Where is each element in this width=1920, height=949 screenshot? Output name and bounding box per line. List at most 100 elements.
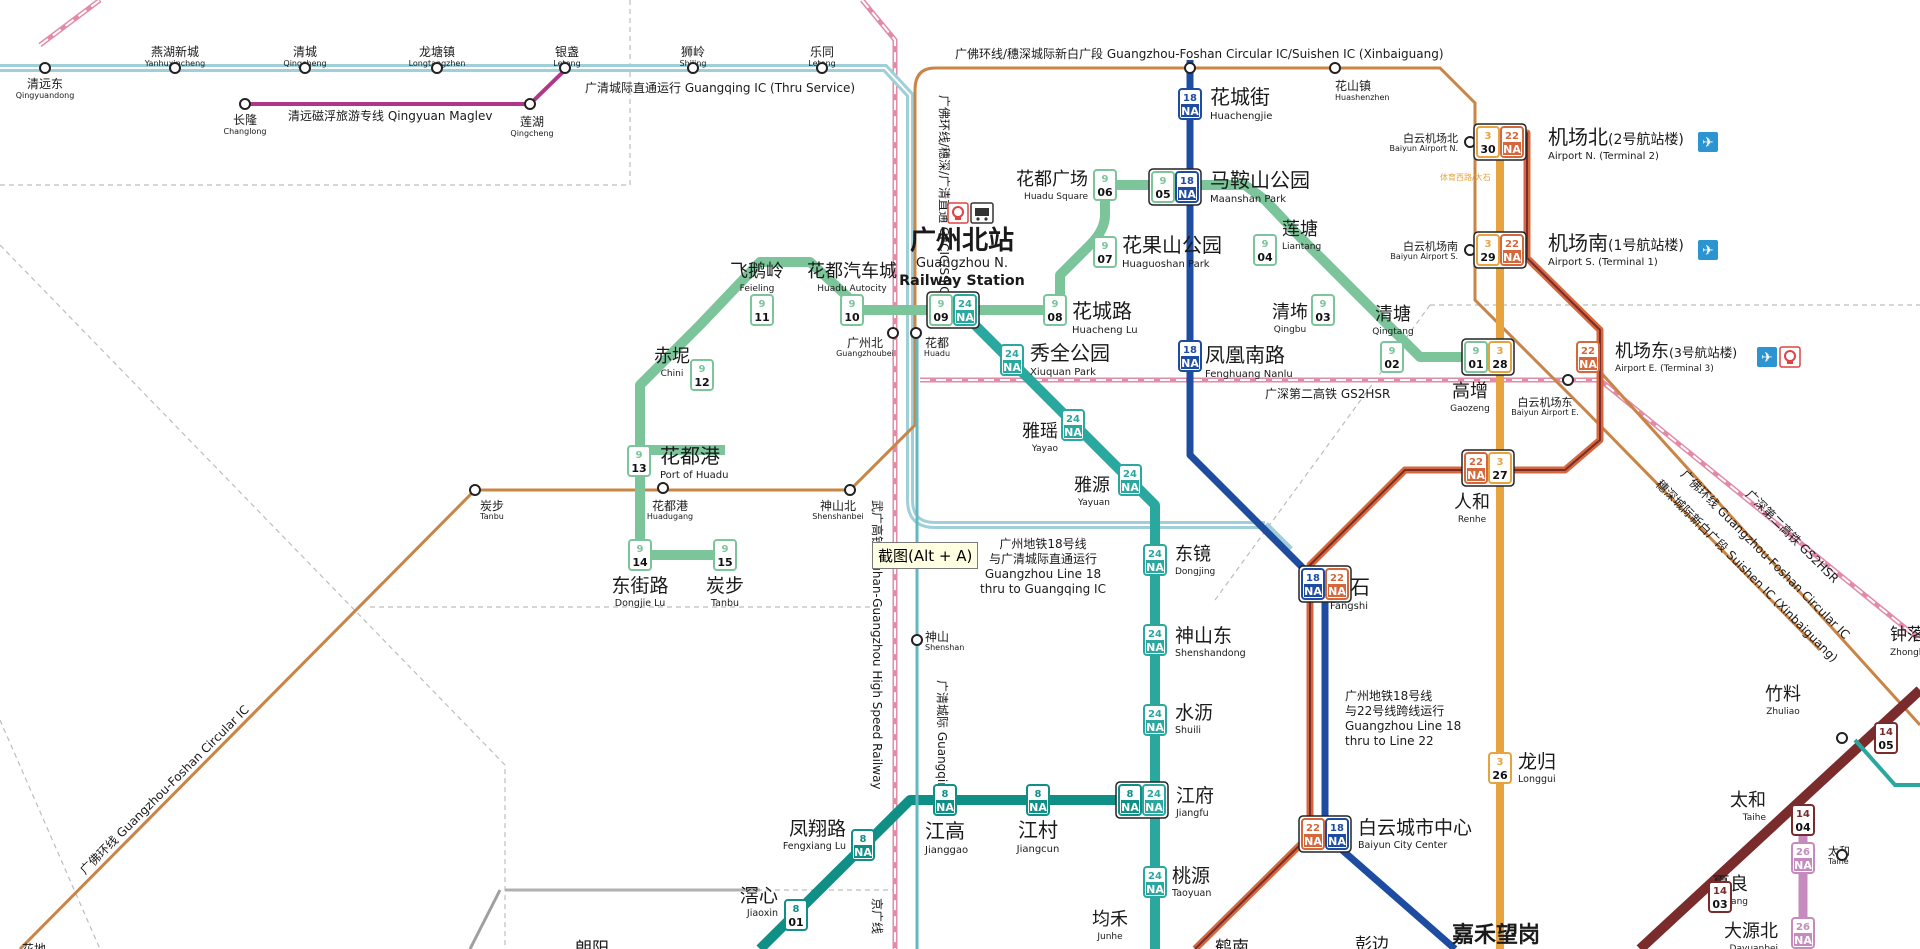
station-code-box[interactable]: 8NA bbox=[933, 784, 957, 816]
station-code-box[interactable]: 8NA bbox=[1026, 784, 1050, 816]
station-code-box[interactable]: 326 bbox=[1488, 752, 1512, 784]
station-dot[interactable] bbox=[657, 482, 669, 494]
station-dot[interactable] bbox=[1836, 732, 1848, 744]
station-dot[interactable] bbox=[1184, 62, 1196, 74]
station-dot[interactable] bbox=[299, 62, 311, 74]
station-airport_e[interactable]: 机场东(3号航站楼)Airport E. (Terminal 3) bbox=[1615, 341, 1737, 374]
station-code-box[interactable]: 912 bbox=[690, 359, 714, 391]
station-dot[interactable] bbox=[816, 62, 828, 74]
station-code-box[interactable]: 903 bbox=[1311, 294, 1335, 326]
station-dot[interactable] bbox=[1836, 849, 1848, 861]
station-code-box[interactable]: 904 bbox=[1253, 234, 1277, 266]
station-code-box[interactable]: 913 bbox=[627, 445, 651, 477]
station-dot[interactable] bbox=[844, 484, 856, 496]
station-dot[interactable] bbox=[1562, 374, 1574, 386]
station-code-box[interactable]: 915 bbox=[713, 539, 737, 571]
station-code-box[interactable]: 801 bbox=[784, 899, 808, 931]
station-dot[interactable] bbox=[887, 327, 899, 339]
station-code-box[interactable]: 8NA bbox=[851, 829, 875, 861]
station-code-box[interactable]: 906 bbox=[1093, 169, 1117, 201]
station-airport_s[interactable]: 机场南(1号航站楼)Airport S. (Terminal 1) bbox=[1548, 231, 1684, 268]
station-code-box[interactable]: 902 bbox=[1380, 341, 1404, 373]
station-dot[interactable] bbox=[1329, 62, 1341, 74]
station-code-box[interactable]: 911 bbox=[750, 294, 774, 326]
station-dot[interactable] bbox=[524, 98, 536, 110]
station-dot[interactable] bbox=[559, 62, 571, 74]
station-code-box[interactable]: 914 bbox=[628, 539, 652, 571]
station-code-box[interactable]: 907 bbox=[1093, 236, 1117, 268]
station-dot[interactable] bbox=[431, 62, 443, 74]
station-code-box[interactable]: 910 bbox=[840, 294, 864, 326]
station-dot[interactable] bbox=[469, 484, 481, 496]
station-dot[interactable] bbox=[910, 327, 922, 339]
station-dot[interactable] bbox=[911, 634, 923, 646]
station-dot[interactable] bbox=[39, 62, 51, 74]
station-airport_n[interactable]: 机场北(2号航站楼)Airport N. (Terminal 2) bbox=[1548, 125, 1684, 162]
station-dot[interactable] bbox=[687, 62, 699, 74]
